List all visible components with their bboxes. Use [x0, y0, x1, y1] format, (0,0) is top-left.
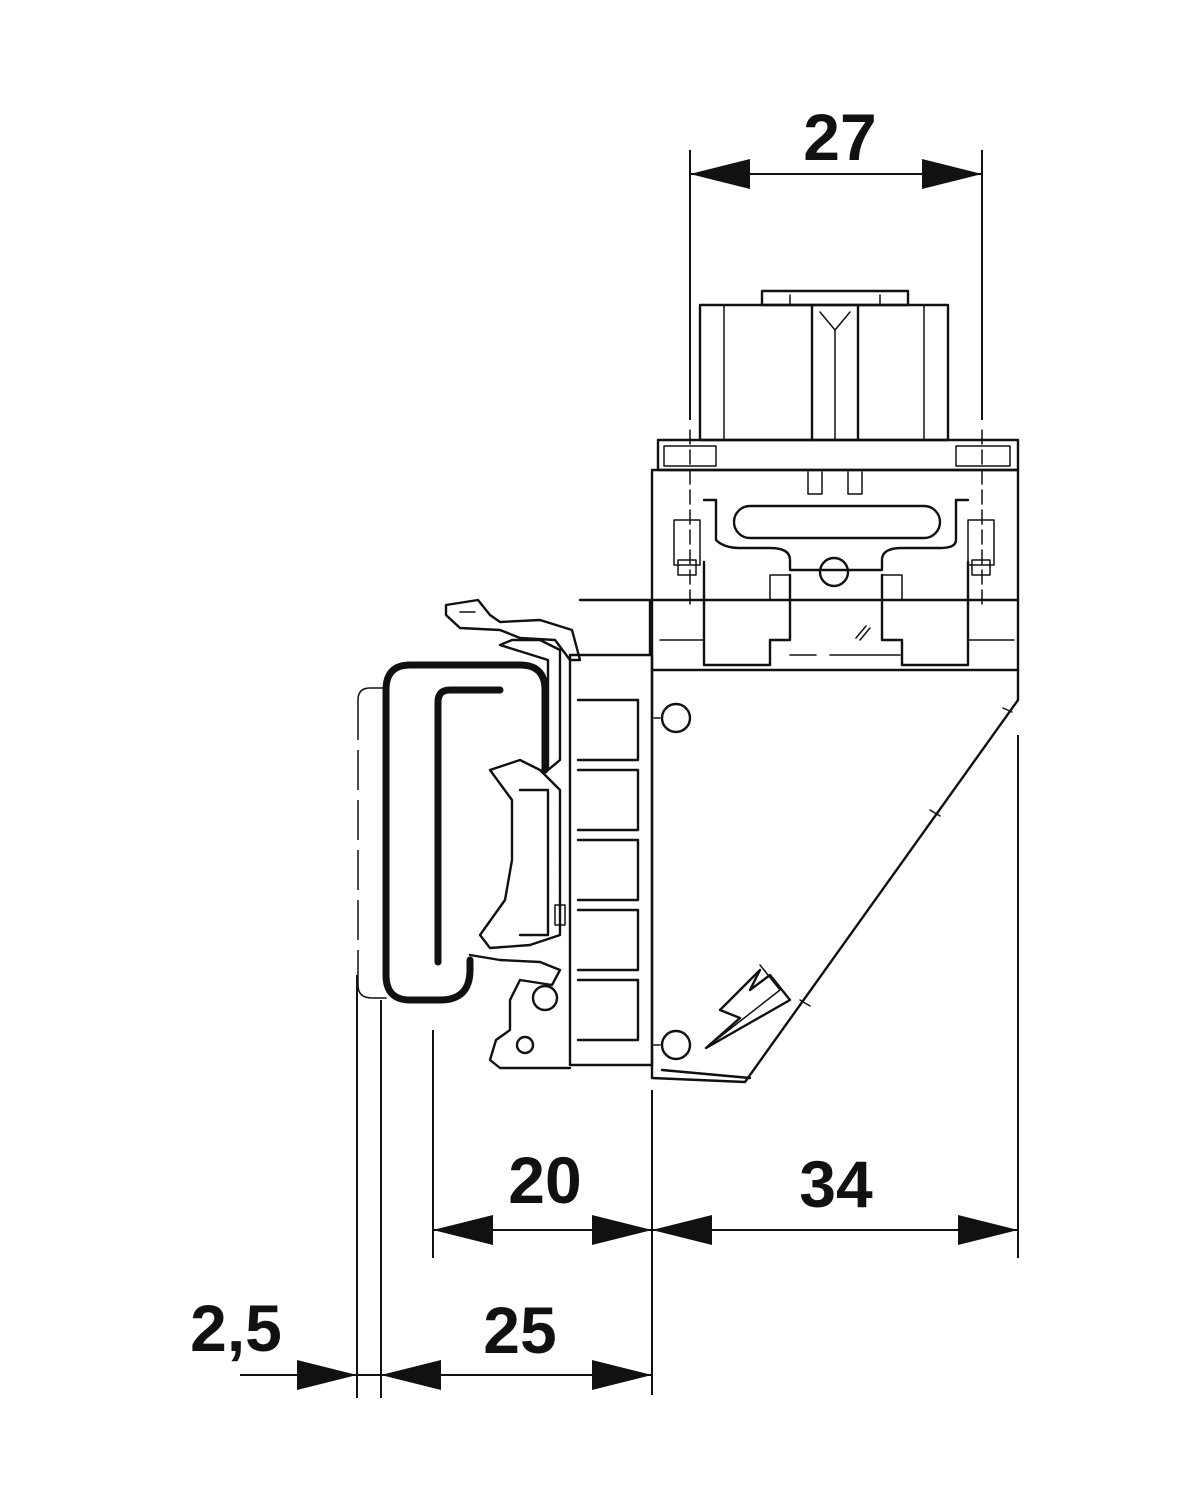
upper-frame [650, 429, 1020, 672]
dim-label-34: 34 [799, 1147, 873, 1221]
dim-20-arrow-right [592, 1215, 652, 1245]
dimension-labels: 27 20 34 2,5 25 [190, 100, 877, 1367]
angled-housing [650, 668, 1020, 1084]
dim-27-arrow-right [922, 159, 982, 189]
rail-clip [444, 598, 582, 1070]
extension-lines [356, 150, 1019, 1398]
dimension-lines [240, 159, 1018, 1390]
dim-34-arrow-right [958, 1215, 1018, 1245]
dim-25-arrow-right [592, 1360, 652, 1390]
dim-25-arrow-left [381, 1360, 441, 1390]
dim-20-arrow-left [433, 1215, 493, 1245]
din-rail [357, 661, 549, 1004]
foot-plate [568, 598, 692, 1067]
dim-label-25: 25 [483, 1293, 556, 1367]
inner-body [650, 498, 1020, 667]
dim-label-2-5: 2,5 [190, 1291, 282, 1365]
dim-34-arrow-left [652, 1215, 712, 1245]
dim-2-5-arrow [297, 1360, 357, 1390]
dim-27-arrow-left [690, 159, 750, 189]
device-body [444, 289, 1020, 1084]
top-connector [698, 289, 950, 442]
dim-label-27: 27 [803, 100, 876, 174]
dim-label-20: 20 [508, 1143, 581, 1217]
